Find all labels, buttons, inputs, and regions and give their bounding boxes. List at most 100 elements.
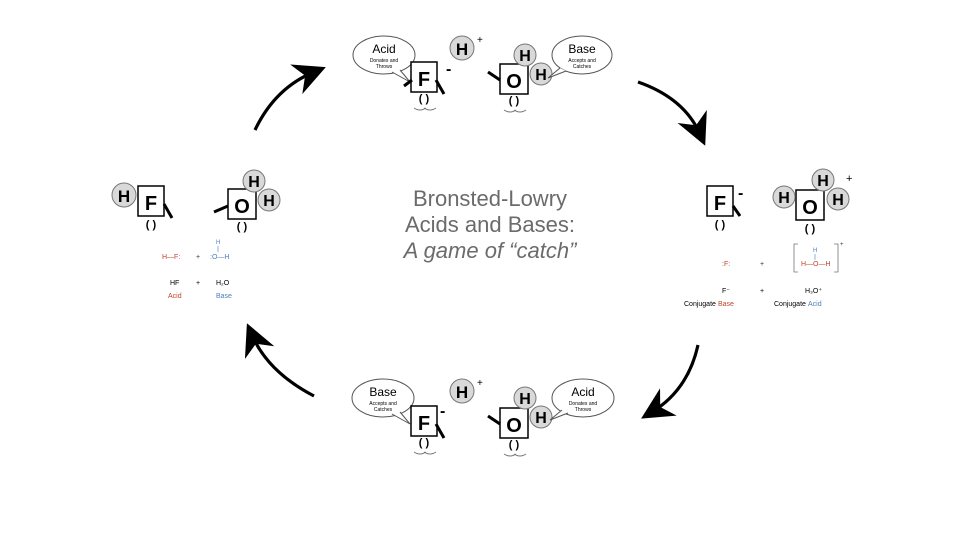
water-hydrogen-2: [257, 188, 281, 212]
bubble-title: Base: [568, 42, 596, 56]
bubble-sub2: Throws: [575, 407, 592, 413]
bubble-sub2: Throws: [376, 64, 393, 70]
lewis-hydronium-top-h: H: [813, 248, 817, 254]
fluoride-character: F - ( ): [410, 403, 446, 455]
right-scene: F - ( ) O H H H + ( ) :F: + H H—O—H + F⁻…: [684, 168, 852, 308]
formula-hydronium: H₃O⁺: [805, 287, 822, 295]
bubble-sub1: Accepts and: [369, 401, 397, 407]
hf-letter: F: [145, 193, 157, 215]
water-hydrogen-2-label: H: [535, 410, 547, 427]
water-character: O H H ( ): [487, 43, 553, 113]
base-speech-bubble: Base Accepts and Catches: [547, 35, 613, 79]
hydrogen-fluoride-character: H F ( ): [111, 182, 174, 231]
hf-hydrogen-label: H: [118, 187, 130, 206]
fluoride-legs: ( ): [419, 93, 430, 105]
water-body: [227, 188, 257, 220]
water-feet: [503, 453, 527, 457]
water-body: [499, 63, 529, 95]
water-legs: ( ): [509, 439, 520, 451]
acid-speech-bubble: Acid Donates and Throws: [352, 35, 416, 83]
acid-speech-bubble: Acid Donates and Throws: [549, 378, 615, 421]
water-character: O H H ( ): [487, 386, 553, 457]
water-arm-left: [487, 70, 501, 82]
proton-charge: +: [477, 35, 483, 46]
formula-water: H₂O: [216, 280, 230, 287]
water-hydrogen-1: [242, 169, 266, 193]
proton-ball: H +: [449, 378, 483, 404]
fluoride-letter: F: [418, 69, 430, 91]
water-letter: O: [234, 196, 250, 218]
bubble-title: Base: [369, 385, 397, 399]
proton-ball: H +: [449, 35, 483, 61]
formula-plus: +: [760, 288, 764, 295]
fluoride-character: F - ( ): [403, 61, 451, 111]
water-hydrogen-1: [513, 386, 537, 410]
formula-plus: +: [196, 280, 200, 287]
fluoride-charge: -: [440, 403, 445, 420]
lewis-water-top-h: H: [216, 240, 220, 246]
left-scene: H F ( ) O H H ( ) H—F: + H :O—H HF + H₂O…: [111, 169, 281, 300]
water-legs: ( ): [237, 221, 248, 233]
water-feet: [503, 109, 527, 113]
label-conjugate-acid-prefix: Conjugate: [774, 301, 806, 308]
bubble-sub2: Catches: [573, 64, 592, 70]
fluoride-arm: [731, 205, 742, 217]
water-body: [499, 407, 529, 439]
water-hydrogen-2-label: H: [263, 193, 275, 210]
proton-charge: +: [477, 378, 483, 389]
cycle-arrow-bottom-right: [641, 344, 700, 419]
hydronium-character: O H H H + ( ): [772, 168, 852, 235]
water-hydrogen-1-label: H: [519, 48, 531, 65]
label-acid: Acid: [168, 293, 182, 300]
title-line-1: Bronsted-Lowry: [412, 186, 568, 211]
title-line-2: Acids and Bases:: [405, 212, 575, 237]
bubble-title: Acid: [571, 385, 594, 399]
center-title: Bronsted-Lowry Acids and Bases: A game o…: [340, 186, 640, 264]
lewis-brackets: [793, 243, 839, 273]
title-line-3: A game of “catch”: [403, 238, 577, 263]
hydronium-hydrogen-2: [811, 168, 835, 192]
top-scene: Acid Donates and Throws F - ( ) H + O H: [352, 35, 613, 113]
base-speech-bubble: Base Accepts and Catches: [351, 378, 415, 425]
fluoride-feet: [413, 107, 437, 111]
bubble-title: Acid: [372, 42, 395, 56]
fluoride-legs: ( ): [419, 437, 430, 449]
fluoride-feet: [413, 451, 437, 455]
bubble-sub1: Accepts and: [568, 58, 596, 64]
fluoride-body: [706, 185, 734, 217]
bubble-sub2: Catches: [374, 407, 393, 413]
bottom-scene: Base Accepts and Catches F - ( ) H + O H…: [351, 378, 615, 457]
water-legs: ( ): [509, 95, 520, 107]
fluoride-arm-left: [403, 78, 413, 88]
lewis-plus: +: [760, 261, 764, 268]
water-arm-left: [487, 414, 501, 426]
hydronium-hydrogen-3-label: H: [832, 192, 844, 209]
hydronium-legs: ( ): [805, 223, 816, 235]
formula-fluoride: F⁻: [722, 288, 730, 295]
hf-legs: ( ): [146, 219, 157, 231]
hydronium-body: [795, 189, 825, 221]
fluoride-arm: [434, 423, 446, 439]
cycle-arrow-bottom-left: [244, 323, 315, 398]
label-conjugate-acid-word: Acid: [808, 301, 822, 308]
water-character: O H H ( ): [213, 169, 281, 233]
hf-body: [137, 185, 165, 217]
water-hydrogen-2: [529, 405, 553, 429]
formula-hf: HF: [170, 280, 179, 287]
hf-hydrogen: [111, 182, 137, 208]
water-hydrogen-2-label: H: [535, 67, 547, 84]
label-conjugate-base-prefix: Conjugate: [684, 301, 716, 308]
hydronium-hydrogen-1: [772, 185, 796, 209]
fluoride-charge: -: [446, 61, 451, 78]
lewis-water: :O—H: [210, 254, 229, 261]
hydronium-hydrogen-3: [826, 187, 850, 211]
fluoride-body: [410, 405, 438, 437]
proton-letter: H: [456, 40, 468, 59]
fluoride-letter: F: [418, 413, 430, 435]
water-hydrogen-1: [513, 43, 537, 67]
lewis-hydronium-charge: +: [840, 242, 844, 248]
hydronium-hydrogen-2-label: H: [817, 173, 829, 190]
bubble-sub1: Donates and: [569, 401, 598, 407]
hydronium-charge: +: [846, 173, 852, 185]
